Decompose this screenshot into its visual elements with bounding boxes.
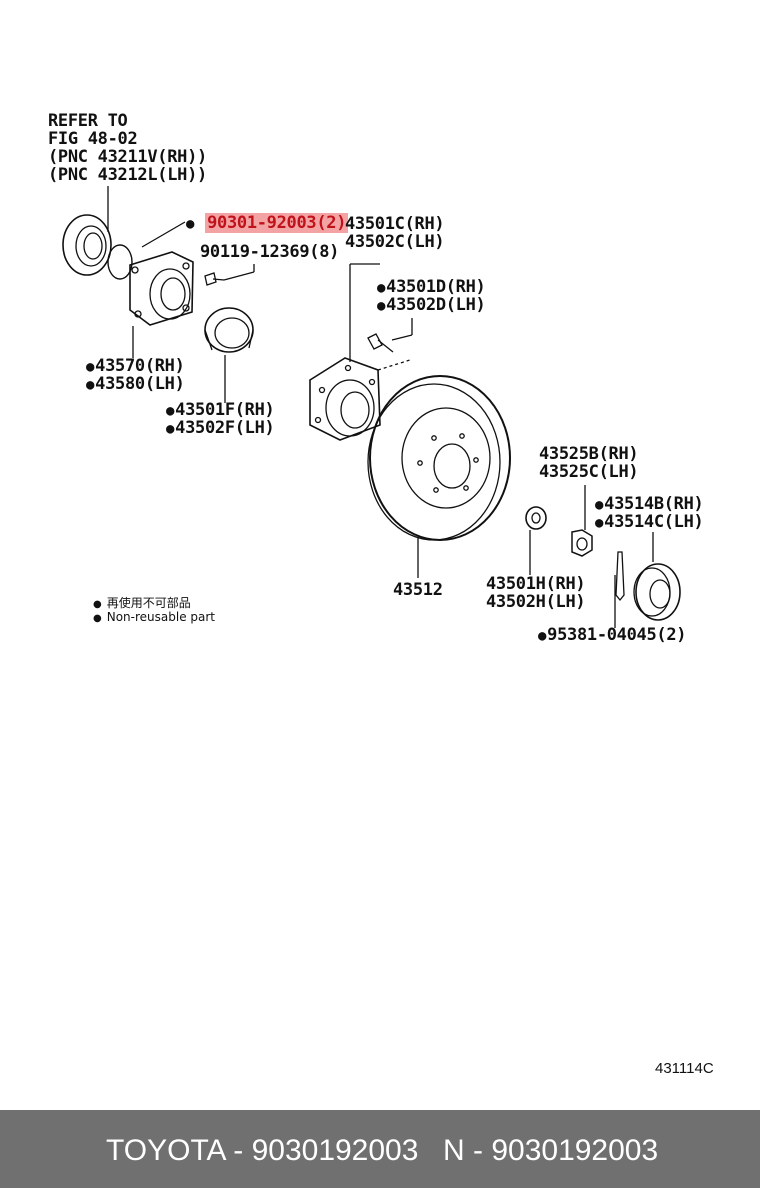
part-label-cap-b-rh[interactable]: 43514B(RH)	[595, 495, 704, 514]
bearing-part	[129, 251, 194, 326]
brake-disc-part	[369, 375, 511, 541]
refer-line-1: REFER TO	[48, 111, 128, 131]
hub-d-rh-text[interactable]: 43501D(RH)	[386, 277, 486, 297]
part-label-seal-f-lh[interactable]: 43502F(LH)	[166, 419, 275, 438]
part-label-hub-d-lh[interactable]: 43502D(LH)	[377, 296, 486, 315]
legend-en: ● Non-reusable part	[93, 610, 215, 624]
footer-brand-part-number: TOYOTA - 9030192003	[106, 1134, 419, 1167]
figure-code: 431114C	[655, 1060, 714, 1077]
cap-c-lh-text[interactable]: 43514C(LH)	[604, 512, 704, 532]
bullet-icon: ●	[93, 599, 102, 610]
part-label-hub-d-rh[interactable]: 43501D(RH)	[377, 278, 486, 297]
refer-line-2: FIG 48-02	[48, 129, 138, 149]
part-label-washer-h-lh[interactable]: 43502H(LH)	[486, 592, 586, 612]
part-label-highlighted[interactable]: 90301-92003(2)	[186, 213, 349, 233]
part-label-cap-c-lh[interactable]: 43514C(LH)	[595, 513, 704, 532]
grease-cap-part	[635, 563, 681, 621]
oil-seal-part	[62, 214, 112, 276]
legend-jp: ● 再使用不可部品	[93, 594, 191, 611]
part-label-disc[interactable]: 43512	[393, 580, 443, 600]
footer-alt-part-number: N - 9030192003	[443, 1134, 659, 1167]
small-bolt-part	[204, 272, 217, 286]
refer-line-3: (PNC 43211V(RH))	[48, 147, 207, 167]
hub-d-lh-text[interactable]: 43502D(LH)	[386, 295, 486, 315]
pin-text[interactable]: 95381-04045(2)	[547, 625, 687, 645]
leader-highlight	[141, 221, 186, 248]
bearing-lh-text[interactable]: 43580(LH)	[95, 374, 185, 394]
seal-ring-part	[204, 307, 254, 353]
part-label-nut-c-lh[interactable]: 43525C(LH)	[539, 462, 639, 482]
legend-jp-text: 再使用不可部品	[106, 596, 191, 610]
footer-bar: TOYOTA - 9030192003 N - 9030192003	[0, 1110, 760, 1188]
washer-part	[525, 506, 547, 530]
part-label-bearing-lh[interactable]: 43580(LH)	[86, 375, 185, 394]
part-label-bolt[interactable]: 90119-12369(8)	[200, 242, 340, 262]
hub-bolt-part	[367, 333, 383, 350]
cap-b-rh-text[interactable]: 43514B(RH)	[604, 494, 704, 514]
o-ring-part	[107, 244, 133, 280]
hub-part	[309, 357, 381, 441]
part-label-hub-c-lh[interactable]: 43502C(LH)	[345, 232, 445, 252]
bullet-icon: ●	[93, 613, 102, 624]
bearing-rh-text[interactable]: 43570(RH)	[95, 356, 185, 376]
lock-nut-part	[571, 529, 593, 557]
exploded-view-drawing	[62, 186, 681, 628]
seal-f-rh-text[interactable]: 43501F(RH)	[175, 400, 275, 420]
part-label-seal-f-rh[interactable]: 43501F(RH)	[166, 401, 275, 420]
part-label-bearing-rh[interactable]: 43570(RH)	[86, 357, 185, 376]
part-label-washer-h-rh[interactable]: 43501H(RH)	[486, 574, 586, 594]
seal-f-lh-text[interactable]: 43502F(LH)	[175, 418, 275, 438]
part-label-nut-b-rh[interactable]: 43525B(RH)	[539, 444, 639, 464]
parts-diagram: REFER TO FIG 48-02 (PNC 43211V(RH)) (PNC…	[0, 0, 760, 1110]
refer-line-4: (PNC 43212L(LH))	[48, 165, 207, 185]
highlighted-part-number[interactable]: 90301-92003(2)	[205, 213, 349, 233]
part-label-pin[interactable]: 95381-04045(2)	[538, 626, 686, 645]
legend-en-text: Non-reusable part	[106, 610, 216, 624]
cotter-pin-part	[615, 551, 625, 602]
part-label-hub-c-rh[interactable]: 43501C(RH)	[345, 214, 445, 234]
